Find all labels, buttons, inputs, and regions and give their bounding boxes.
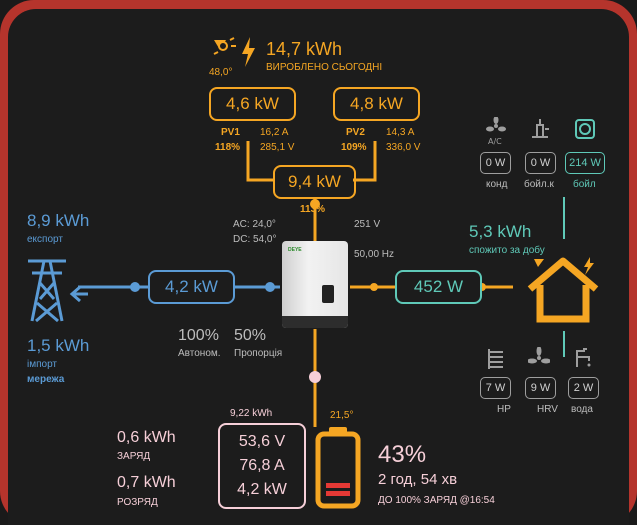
battery-soc: 43%: [378, 441, 427, 468]
pv2-power: 4,8 kW: [350, 94, 403, 113]
grid-import-label: імпорт: [27, 359, 57, 370]
grid-name: мережа: [27, 374, 65, 385]
power-flow-panel: 48,0° 14,7 kWh ВИРОБЛЕНО СЬОГОДНІ 4,6 kW…: [8, 9, 629, 525]
water-pump-icon: [573, 347, 595, 369]
device-hrv-value-box[interactable]: 9 W: [525, 377, 556, 399]
pv2-pct: 109%: [341, 142, 367, 153]
pv1-current: 16,2 A: [260, 127, 289, 138]
grid-power: 4,2 kW: [165, 277, 218, 296]
device-hp-value: 7 W: [485, 382, 506, 394]
fan-icon: [527, 346, 551, 369]
battery-capacity: 9,22 kWh: [230, 408, 273, 419]
battery-temp: 21,5°: [330, 410, 354, 421]
autonomy-label: Автоном.: [178, 348, 221, 359]
battery-voltage: 53,6 V: [238, 433, 286, 450]
inverter-ac-temp: AC: 24,0°: [233, 219, 276, 230]
device-ac-value-box[interactable]: 0 W: [480, 152, 511, 174]
load-power-box[interactable]: 452 W: [395, 270, 482, 304]
device-water-value-box[interactable]: 2 W: [568, 377, 599, 399]
svg-text:A/C: A/C: [488, 137, 502, 145]
device-water-boiler-label: бойл.к: [524, 179, 554, 190]
combined-power: 9,4 kW: [288, 172, 341, 191]
inverter-dc-temp: DC: 54,0°: [233, 234, 277, 245]
battery-time: 2 год, 54 хв: [378, 471, 458, 488]
grid-import-arrow-icon: [68, 283, 90, 305]
pv2-power-box[interactable]: 4,8 kW: [333, 87, 420, 121]
device-hp-value-box[interactable]: 7 W: [480, 377, 511, 399]
device-water-label: вода: [571, 404, 593, 415]
combined-power-box[interactable]: 9,4 kW: [273, 165, 356, 199]
lightning-icon: [240, 37, 256, 67]
grid-export-label: експорт: [27, 234, 63, 245]
water-boiler-icon: [529, 117, 551, 139]
pv1-name: PV1: [221, 127, 240, 138]
inverter-display: [322, 285, 334, 303]
device-hp-label: HP: [497, 404, 511, 415]
battery-to-full: ДО 100% ЗАРЯД @16:54: [378, 495, 495, 506]
pv1-voltage: 285,1 V: [260, 142, 295, 153]
load-daily: 5,3 kWh: [469, 222, 532, 241]
device-ac-value: 0 W: [485, 157, 506, 169]
inverter-brand: DEYE: [288, 247, 302, 253]
grid-export: 8,9 kWh: [27, 211, 90, 230]
battery-power: 4,2 kW: [237, 481, 287, 498]
pv1-pct: 118%: [215, 142, 241, 153]
solar-total-label: ВИРОБЛЕНО СЬОГОДНІ: [266, 62, 383, 73]
battery-stats-box[interactable]: 53,6 V 76,8 A 4,2 kW: [218, 423, 306, 509]
pv2-voltage: 336,0 V: [386, 142, 421, 153]
grid-power-box[interactable]: 4,2 kW: [148, 270, 235, 304]
battery-discharge: 0,7 kWh: [117, 474, 176, 491]
device-boiler-value-box[interactable]: 214 W: [565, 152, 605, 174]
solar-total: 14,7 kWh: [266, 39, 343, 59]
sun-icon: [212, 36, 238, 62]
ratio-value: 50%: [234, 327, 267, 344]
ratio-label: Пропорція: [234, 348, 283, 359]
battery-charge-label: ЗАРЯД: [117, 451, 151, 462]
device-water-value: 2 W: [573, 382, 594, 394]
battery-icon: [314, 425, 362, 509]
battery-current: 76,8 A: [239, 457, 285, 474]
inverter-image[interactable]: DEYE: [282, 241, 348, 328]
grid-import: 1,5 kWh: [27, 336, 90, 355]
device-boiler-label: бойл: [573, 179, 596, 190]
inverter-base: [282, 316, 348, 328]
load-daily-label: спожито за добу: [469, 245, 545, 256]
device-boiler-value: 214 W: [569, 157, 601, 169]
device-ac-label: конд: [486, 179, 508, 190]
device-hrv-label: HRV: [537, 404, 558, 415]
inverter-frequency: 50,00 Hz: [354, 249, 395, 260]
pv2-current: 14,3 A: [386, 127, 415, 138]
autonomy-value: 100%: [178, 327, 219, 344]
heat-pump-icon: [485, 347, 507, 371]
device-hrv-value: 9 W: [530, 382, 551, 394]
load-power: 452 W: [413, 277, 464, 296]
pv1-power: 4,6 kW: [226, 94, 279, 113]
fan-ac-icon: A/C: [485, 116, 507, 146]
sun-elevation: 48,0°: [209, 67, 233, 78]
device-water-boiler-value-box[interactable]: 0 W: [525, 152, 556, 174]
grid-tower-icon: [26, 255, 68, 323]
battery-discharge-label: РОЗРЯД: [117, 497, 158, 508]
boiler-icon: [575, 119, 595, 139]
device-water-boiler-value: 0 W: [530, 157, 551, 169]
inverter-voltage: 251 V: [354, 219, 381, 230]
pv2-name: PV2: [346, 127, 365, 138]
combined-pct: 113%: [300, 204, 326, 215]
battery-charge: 0,6 kWh: [117, 429, 176, 446]
house-icon: [524, 255, 602, 323]
pv1-power-box[interactable]: 4,6 kW: [209, 87, 296, 121]
